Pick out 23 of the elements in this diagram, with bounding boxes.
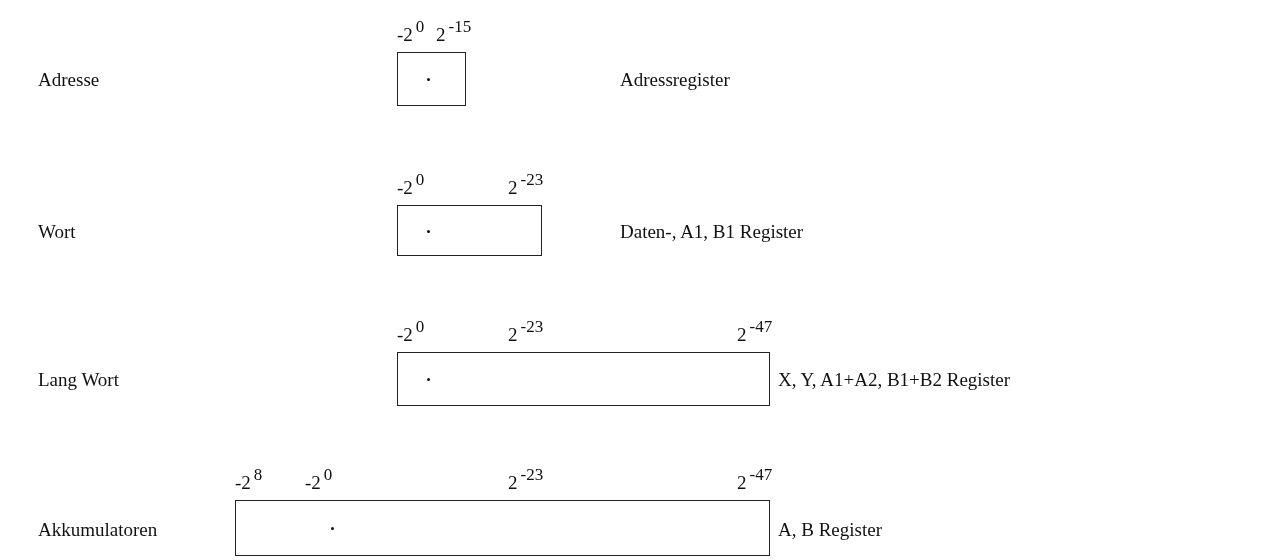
- bit-weight-label: -2$^{0}$: [397, 318, 425, 344]
- register-box: [397, 352, 770, 406]
- data-type-label: Akkumulatoren: [38, 520, 158, 539]
- data-type-label: Adresse: [38, 70, 100, 89]
- bit-weight-label: 2$^{-47}$: [737, 466, 773, 492]
- bit-weight-label: 2$^{-15}$: [436, 18, 472, 44]
- data-type-label: Lang Wort: [38, 370, 119, 389]
- register-label: A, B Register: [778, 520, 882, 539]
- bit-weight-label: 2$^{-23}$: [508, 318, 544, 344]
- bit-weight-label: 2$^{-47}$: [737, 318, 773, 344]
- register-box: [235, 500, 770, 556]
- bit-weight-label: -2$^{8}$: [235, 466, 263, 492]
- bit-weight-label: -2$^{0}$: [397, 171, 425, 197]
- register-box: [397, 52, 466, 106]
- bit-weight-label: -2$^{0}$: [305, 466, 333, 492]
- bit-weight-label: 2$^{-23}$: [508, 466, 544, 492]
- register-box: [397, 205, 542, 256]
- register-label: X, Y, A1+A2, B1+B2 Register: [778, 370, 1011, 389]
- data-type-label: Wort: [38, 222, 76, 241]
- register-label: Daten-, A1, B1 Register: [620, 222, 804, 241]
- register-label: Adressregister: [620, 70, 730, 89]
- bit-weight-label: -2$^{0}$: [397, 18, 425, 44]
- bit-weight-label: 2$^{-23}$: [508, 171, 544, 197]
